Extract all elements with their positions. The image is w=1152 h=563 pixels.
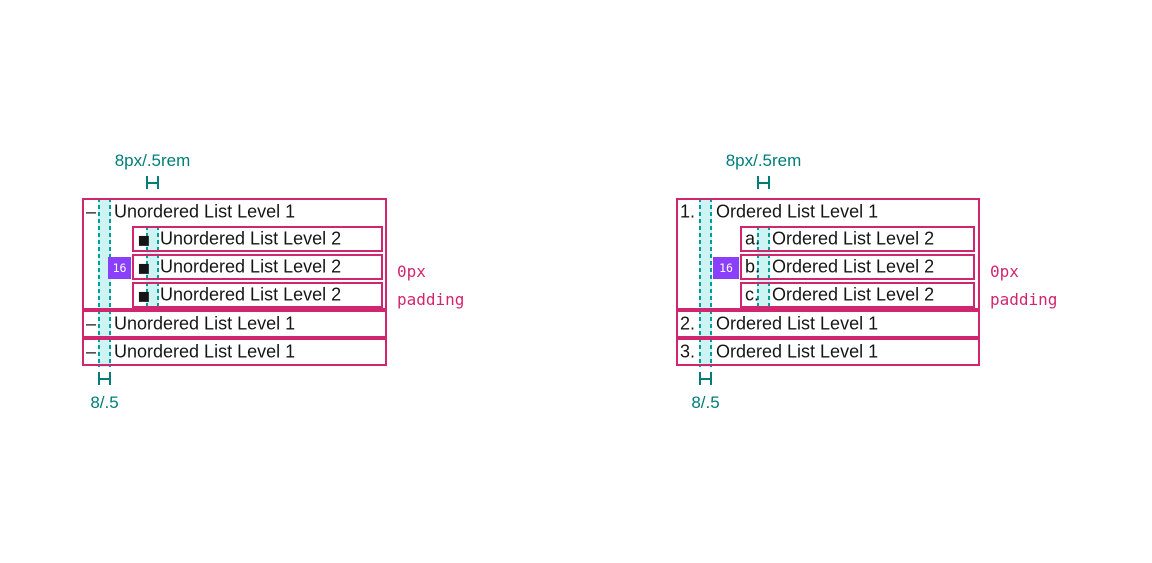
list-item-level1: 3. Ordered List Level 1 — [676, 338, 980, 366]
list-item-text: Ordered List Level 2 — [772, 284, 935, 305]
number-marker: 2. — [680, 313, 696, 334]
list-item-level2: ▪ Unordered List Level 2 — [132, 254, 383, 280]
list-item-text: Ordered List Level 2 — [772, 228, 935, 249]
list-item-level2: ▪ Unordered List Level 2 — [132, 282, 383, 308]
letter-marker: a. — [745, 228, 761, 249]
list-item-text: Unordered List Level 2 — [160, 228, 342, 249]
list-item-level2: b. Ordered List Level 2 — [740, 254, 975, 280]
list-item-level2: c. Ordered List Level 2 — [740, 282, 975, 308]
padding-note-line2: padding — [990, 290, 1058, 309]
list-item-text: Unordered List Level 2 — [160, 284, 342, 305]
padding-note-line1: 0px — [990, 262, 1019, 281]
indent-size-badge: 16 — [713, 257, 739, 279]
list-item-text: Ordered List Level 1 — [716, 341, 879, 362]
list-item-text: Ordered List Level 2 — [772, 256, 935, 277]
list-item-level2: a. Ordered List Level 2 — [740, 226, 975, 252]
list-item-text: Unordered List Level 2 — [160, 256, 342, 277]
padding-note: 0px padding — [990, 258, 1057, 314]
level2-marker-spacing-highlight — [146, 226, 159, 308]
list-item-text: Unordered List Level 1 — [114, 313, 296, 334]
dash-bullet-icon: – — [86, 341, 97, 362]
bottom-spacing-label: 8/.5 — [90, 393, 119, 412]
padding-note-line2: padding — [397, 290, 465, 309]
list-item-text: Unordered List Level 1 — [114, 341, 296, 362]
measure-bracket-icon — [146, 176, 159, 189]
list-item-text: Ordered List Level 1 — [716, 201, 879, 222]
letter-marker: b. — [745, 256, 761, 277]
measure-bracket-icon — [699, 372, 712, 385]
list-item-level1: – Unordered List Level 1 — [82, 310, 387, 338]
list-item-level1: 2. Ordered List Level 1 — [676, 310, 980, 338]
square-bullet-icon: ▪ — [137, 283, 151, 307]
top-spacing-label: 8px/.5rem — [114, 151, 191, 170]
padding-note: 0px padding — [397, 258, 464, 314]
top-spacing-label: 8px/.5rem — [725, 151, 802, 170]
list-item-level1: – Unordered List Level 1 — [82, 338, 387, 366]
dash-bullet-icon: – — [86, 313, 97, 334]
level1-marker-spacing-highlight — [699, 198, 712, 367]
number-marker: 1. — [680, 201, 696, 222]
unordered-list-diagram: 8px/.5rem – Unordered List Level 1 ▪ Uno… — [82, 150, 502, 430]
level1-marker-spacing-highlight — [98, 198, 111, 367]
list-item-text: Unordered List Level 1 — [114, 201, 296, 222]
list-item-level1: 1. Ordered List Level 1 — [676, 198, 980, 310]
bottom-spacing-label: 8/.5 — [691, 393, 720, 412]
measure-bracket-icon — [757, 176, 770, 189]
square-bullet-icon: ▪ — [137, 227, 151, 251]
padding-note-line1: 0px — [397, 262, 426, 281]
list-item-level1: – Unordered List Level 1 — [82, 198, 387, 310]
dash-bullet-icon: – — [86, 201, 97, 222]
measure-bracket-icon — [98, 372, 111, 385]
letter-marker: c. — [745, 284, 760, 305]
list-item-level2: ▪ Unordered List Level 2 — [132, 226, 383, 252]
square-bullet-icon: ▪ — [137, 255, 151, 279]
ordered-list-diagram: 8px/.5rem 1. Ordered List Level 1 a. Ord… — [676, 150, 1096, 430]
list-item-text: Ordered List Level 1 — [716, 313, 879, 334]
number-marker: 3. — [680, 341, 696, 362]
level2-marker-spacing-highlight — [757, 226, 770, 308]
indent-size-badge: 16 — [108, 257, 131, 279]
